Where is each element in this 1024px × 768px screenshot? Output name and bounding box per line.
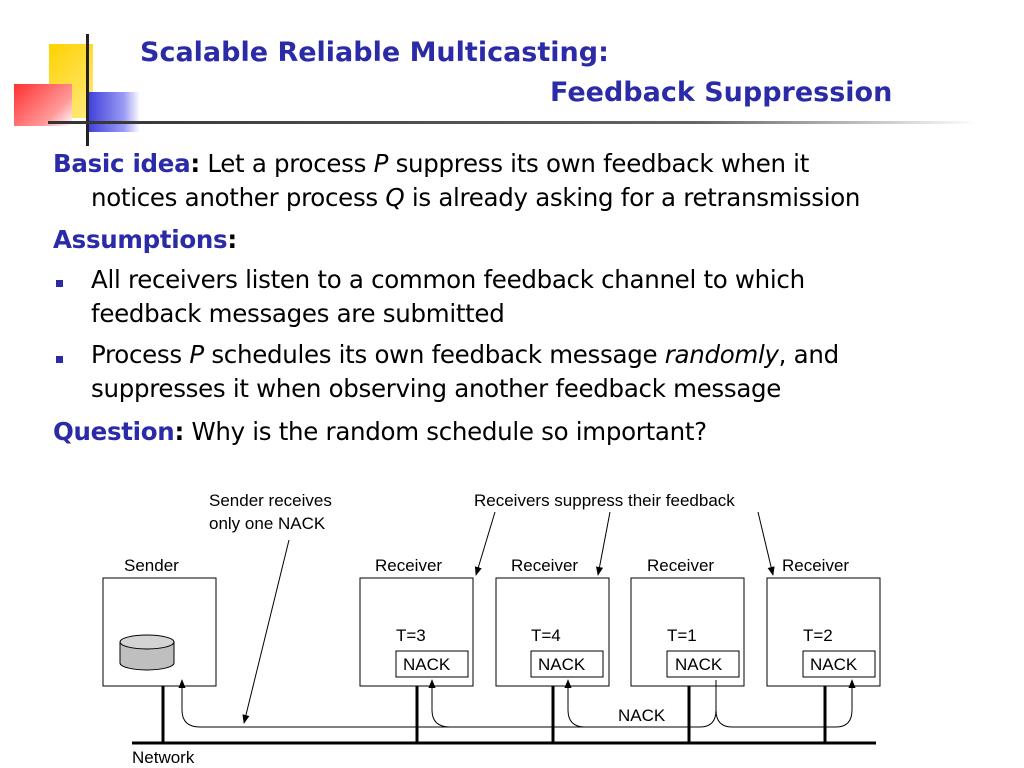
receiver-label: Receiver xyxy=(511,556,578,575)
bullet2-line1: Process P schedules its own feedback mes… xyxy=(91,340,839,369)
basic-idea-label: Basic idea xyxy=(53,149,191,178)
annotation-receivers-arrows xyxy=(474,511,775,576)
logo-blue-square xyxy=(86,92,140,132)
logo-red-square xyxy=(14,84,72,126)
slide-title-line1: Scalable Reliable Multicasting: xyxy=(140,37,609,68)
slide-title-line2: Feedback Suppression xyxy=(550,77,893,108)
annotation-sender-line1: Sender receives xyxy=(209,491,332,510)
nack-label: NACK xyxy=(810,655,858,674)
annotation-sender-line2: only one NACK xyxy=(209,514,326,533)
sender-box xyxy=(102,577,217,687)
nack-box xyxy=(530,650,604,678)
receiver-label: Receiver xyxy=(375,556,442,575)
basic-idea-line1: Basic idea: Let a process P suppress its… xyxy=(53,149,809,178)
logo-vertical-line xyxy=(86,34,89,146)
annotation-receivers: Receivers suppress their feedback xyxy=(474,491,735,510)
bullet-marker-2 xyxy=(56,356,63,363)
receiver-node-2: Receiver T=4 NACK xyxy=(495,556,610,743)
nack-box xyxy=(395,650,469,678)
timer-label: T=4 xyxy=(531,626,561,645)
receiver-node-4: Receiver T=2 NACK xyxy=(766,556,881,743)
receiver-node-3: Receiver T=1 NACK xyxy=(630,556,745,743)
nack-box xyxy=(802,650,876,678)
bullet1-line2: feedback messages are submitted xyxy=(91,299,505,328)
title-underline xyxy=(48,121,978,124)
assumptions-heading: Assumptions: xyxy=(53,225,237,254)
sender-label: Sender xyxy=(124,556,179,575)
timer-label: T=3 xyxy=(396,626,426,645)
basic-idea-line2: notices another process Q is already ask… xyxy=(91,183,861,212)
nack-label: NACK xyxy=(675,655,723,674)
nack-box xyxy=(666,650,740,678)
receiver-label: Receiver xyxy=(647,556,714,575)
network-label: Network xyxy=(132,748,195,767)
nack-path-label: NACK xyxy=(618,706,666,725)
nack-broadcast-path xyxy=(178,679,856,728)
timer-label: T=2 xyxy=(803,626,833,645)
timer-label: T=1 xyxy=(667,626,697,645)
bullet-marker-1 xyxy=(56,280,63,287)
database-icon xyxy=(119,634,175,671)
receiver-node-1: Receiver T=3 NACK xyxy=(359,556,474,743)
nack-label: NACK xyxy=(403,655,451,674)
bullet1-line1: All receivers listen to a common feedbac… xyxy=(91,265,805,294)
question-line: Question: Why is the random schedule so … xyxy=(53,417,707,446)
receiver-label: Receiver xyxy=(782,556,849,575)
bullet2-line2: suppresses it when observing another fee… xyxy=(91,374,782,403)
annotation-sender-arrow xyxy=(242,539,290,724)
nack-label: NACK xyxy=(538,655,586,674)
